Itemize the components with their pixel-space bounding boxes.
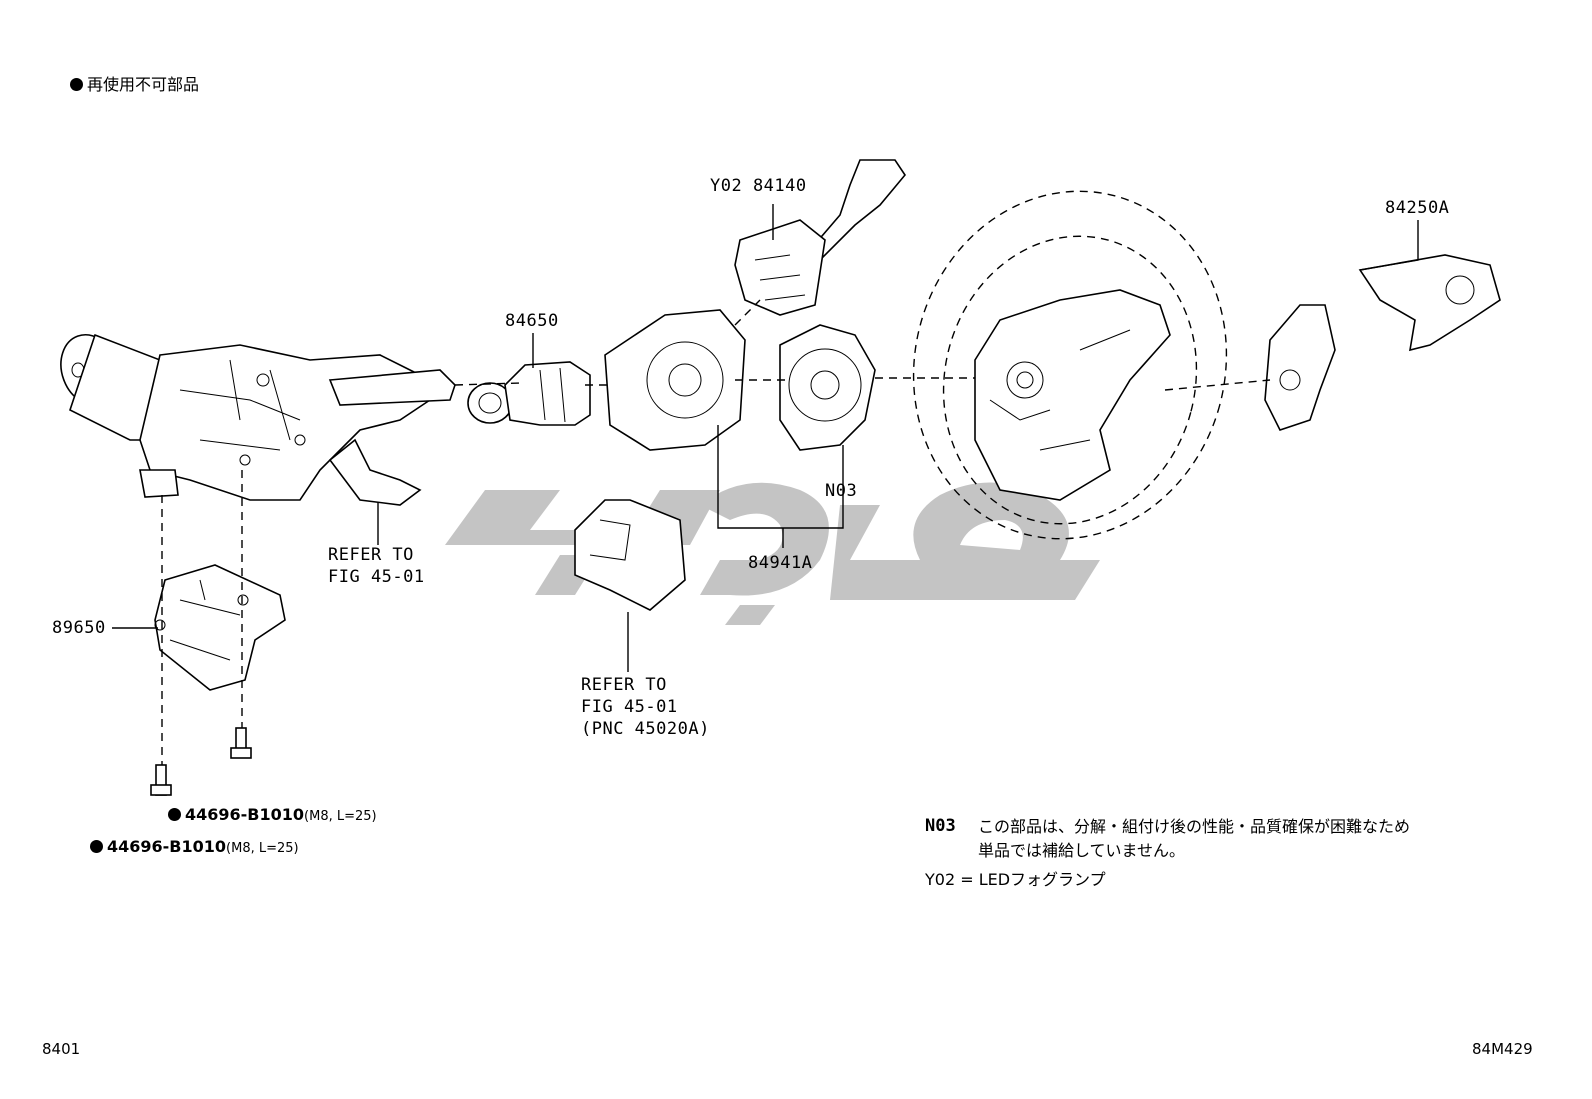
column-cover [574, 499, 686, 611]
label-84250a: 84250A [1385, 198, 1450, 218]
note-n03-line-2: 単品では補給していません。 [978, 841, 1186, 860]
legend: 再使用不可部品 [70, 74, 199, 96]
label-bolt-1: 44696-B1010(M8, L=25) [168, 804, 377, 828]
bolt-2-part: 44696-B1010 [107, 837, 227, 856]
axis-line-1 [454, 382, 521, 386]
bullet-icon [90, 840, 103, 853]
refer-2-line-2: FIG 45-01 [581, 697, 678, 717]
switch-body-84941a [604, 309, 746, 451]
leader-84250a [1359, 220, 1419, 271]
axis-line-5 [1164, 379, 1271, 391]
steering-column [60, 333, 456, 506]
bolt-1-part: 44696-B1010 [185, 805, 305, 824]
bolt-2-spec: (M8, L=25) [226, 841, 299, 856]
legend-text: 再使用不可部品 [87, 75, 200, 94]
refer-1-line-2: FIG 45-01 [328, 567, 425, 587]
note-n03-code: N03 [925, 816, 956, 836]
steering-wheel [912, 190, 1228, 540]
footer-left: 8401 [42, 1040, 81, 1058]
label-89650: 89650 [52, 618, 106, 638]
bolt-right [230, 727, 252, 759]
label-bolt-2: 44696-B1010(M8, L=25) [90, 836, 299, 860]
refer-2-line-3: (PNC 45020A) [581, 719, 710, 739]
module-89650 [154, 564, 286, 691]
label-n03: N03 [825, 481, 858, 501]
note-y02: Y02 = LEDフォグランプ [925, 870, 1106, 889]
spiral-cable-n03 [779, 324, 876, 451]
refer-2-line-1: REFER TO [581, 675, 667, 695]
bolt-1-spec: (M8, L=25) [304, 809, 377, 824]
label-y02-84140: Y02 84140 [710, 176, 807, 196]
lever-84140 [734, 159, 906, 316]
label-84650: 84650 [505, 311, 559, 331]
switch-84650 [467, 361, 591, 426]
bolt-left [150, 764, 172, 796]
label-84941a: 84941A [748, 553, 813, 573]
note-n03-line-1: この部品は、分解・組付け後の性能・品質確保が困難なため [978, 817, 1411, 836]
refer-1-line-1: REFER TO [328, 545, 414, 565]
leader-84941a-bracket [717, 425, 844, 529]
axis-line-lever [734, 299, 761, 326]
footer-right: 84M429 [1472, 1040, 1533, 1058]
label-refer-1: REFER TO FIG 45-01 [328, 544, 425, 588]
bullet-icon [70, 78, 83, 91]
label-refer-2: REFER TO FIG 45-01 (PNC 45020A) [581, 674, 710, 740]
pad-switch-84250a [1264, 254, 1501, 431]
bullet-icon [168, 808, 181, 821]
